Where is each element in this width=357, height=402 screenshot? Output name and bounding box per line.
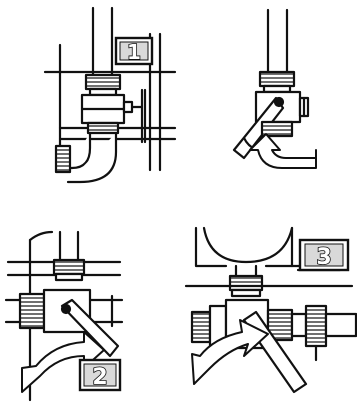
panel-step-1 — [45, 8, 175, 182]
step-number-label: 2 — [92, 365, 107, 390]
curved-arrow-icon — [250, 134, 316, 168]
step-badge-2: 2 — [80, 360, 120, 390]
step-number-label: 1 — [127, 40, 141, 64]
step-badge-3: 3 — [300, 240, 348, 270]
hose-fitting-icon — [56, 146, 70, 172]
step-badge-1: 1 — [116, 38, 152, 64]
step-number-label: 3 — [316, 245, 331, 270]
panel-step-2-closing — [234, 10, 316, 168]
hose-fitting-icon — [306, 306, 326, 346]
